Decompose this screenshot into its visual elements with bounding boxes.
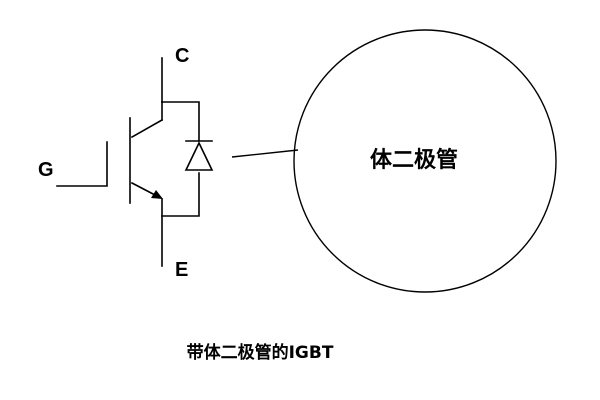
gate-electrode bbox=[56, 141, 108, 187]
diode-bottom-wire bbox=[161, 172, 200, 217]
callout-circle bbox=[293, 29, 557, 293]
diode-top-wire bbox=[161, 101, 200, 142]
gate-label: G bbox=[38, 159, 54, 181]
callout-label: 体二极管 bbox=[370, 147, 458, 173]
diode-icon bbox=[184, 140, 214, 171]
collector-channel bbox=[130, 118, 164, 139]
collector-label: C bbox=[175, 45, 189, 67]
emitter-channel bbox=[130, 181, 157, 197]
callout-leader bbox=[231, 149, 299, 158]
diagram-caption: 带体二极管的IGBT bbox=[186, 343, 334, 363]
emitter-label: E bbox=[175, 259, 188, 281]
emitter-arrow-icon bbox=[151, 190, 163, 199]
